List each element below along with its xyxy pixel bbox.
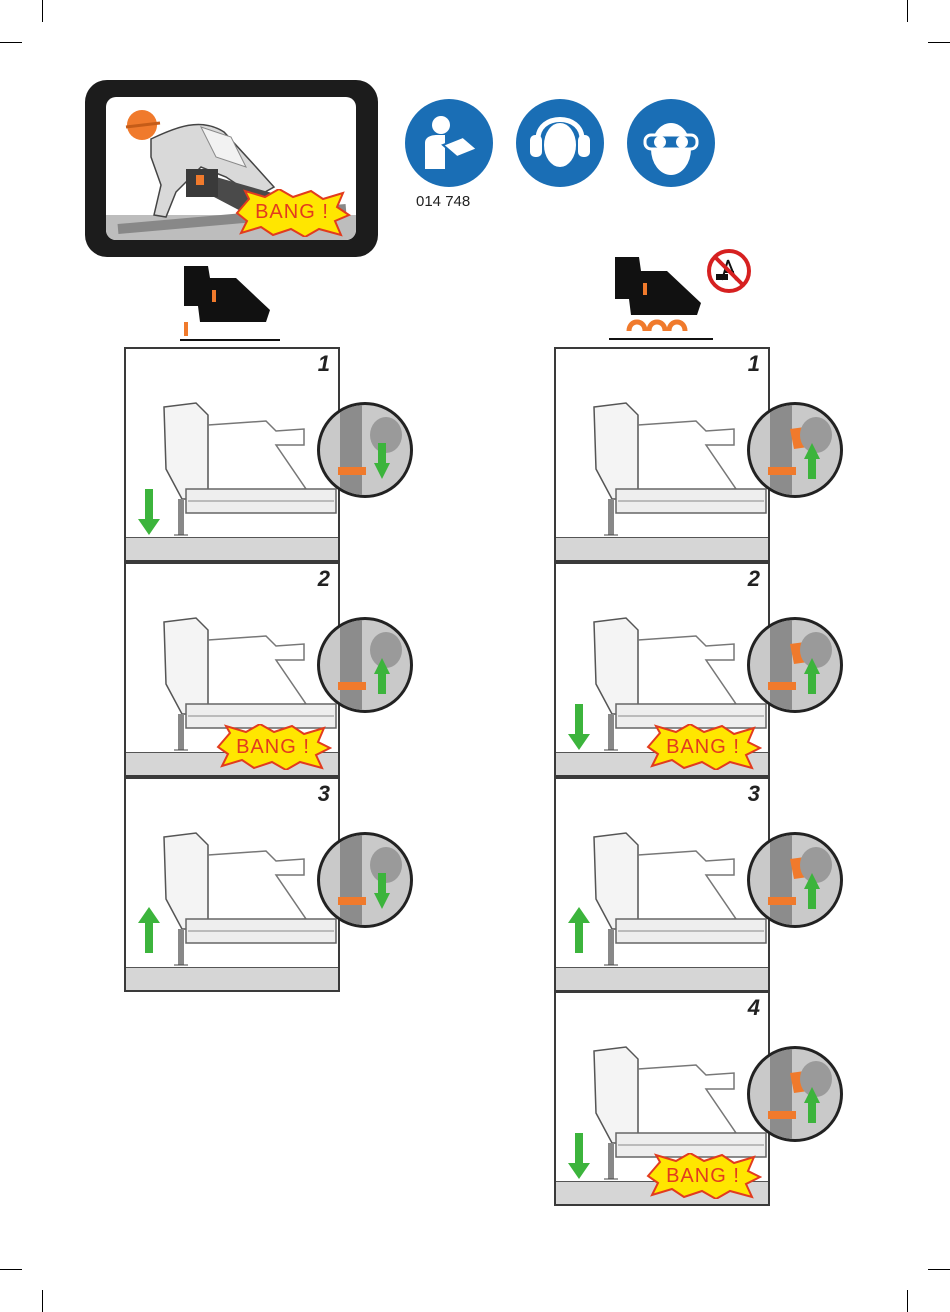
trigger-closeup	[317, 832, 413, 928]
bang-text: BANG !	[214, 736, 332, 759]
manual-code: 014 748	[416, 193, 470, 210]
arrow-up-icon	[374, 658, 390, 699]
crop-mark	[42, 0, 43, 22]
arrow-down-icon	[568, 704, 590, 755]
step-number: 2	[748, 566, 760, 592]
arrow-up-icon	[804, 658, 820, 699]
step-number: 3	[748, 781, 760, 807]
stapler-drawing	[556, 779, 768, 990]
stapler-drawing	[126, 779, 338, 990]
step-panel: 1	[124, 347, 340, 562]
arrow-down-icon	[568, 1133, 590, 1184]
arrow-up-icon	[138, 907, 160, 958]
work-surface	[556, 537, 768, 560]
arrow-up-icon	[568, 907, 590, 958]
bang-text: BANG !	[644, 736, 762, 759]
crop-mark	[0, 1269, 22, 1270]
read-manual-icon	[405, 99, 493, 187]
bang-burst: BANG !	[233, 189, 351, 237]
step-panel: 3	[554, 777, 770, 992]
step-panel: 4 BANG !	[554, 991, 770, 1206]
step-number: 2	[318, 566, 330, 592]
single-sequential-actuation-icon	[170, 262, 285, 344]
trigger-closeup	[317, 402, 413, 498]
crop-mark	[928, 1269, 950, 1270]
step-number: 1	[748, 351, 760, 377]
trigger-closeup	[747, 1046, 843, 1142]
bang-burst: BANG !	[644, 724, 762, 770]
bang-burst: BANG !	[644, 1153, 762, 1199]
step-number: 1	[318, 351, 330, 377]
bang-burst: BANG !	[214, 724, 332, 770]
arrow-up-icon	[804, 443, 820, 484]
crop-mark	[42, 1290, 43, 1312]
arrow-up-icon	[804, 1087, 820, 1128]
crop-mark	[907, 1290, 908, 1312]
trigger-closeup	[747, 402, 843, 498]
arrow-down-icon	[374, 443, 390, 484]
step-panel: 2 BANG !	[554, 562, 770, 777]
arrow-up-icon	[804, 873, 820, 914]
step-panel: 1	[554, 347, 770, 562]
step-number: 3	[318, 781, 330, 807]
no-ladder-icon	[706, 248, 752, 294]
crop-mark	[0, 42, 22, 43]
step-panel: 2 BANG !	[124, 562, 340, 777]
bang-text: BANG !	[233, 201, 351, 224]
work-surface	[126, 537, 338, 560]
trigger-closeup	[747, 617, 843, 713]
work-surface	[126, 967, 338, 990]
worker-illustration: BANG !	[85, 80, 378, 257]
ear-protection-icon	[516, 99, 604, 187]
bang-text: BANG !	[644, 1165, 762, 1188]
eye-protection-icon	[627, 99, 715, 187]
stapler-drawing	[556, 349, 768, 560]
step-panel: 3	[124, 777, 340, 992]
crop-mark	[928, 42, 950, 43]
trigger-closeup	[747, 832, 843, 928]
crop-mark	[907, 0, 908, 22]
arrow-down-icon	[374, 873, 390, 914]
trigger-closeup	[317, 617, 413, 713]
contact-actuation-icon	[605, 253, 720, 343]
work-surface	[556, 967, 768, 990]
step-number: 4	[748, 995, 760, 1021]
arrow-down-icon	[138, 489, 160, 540]
